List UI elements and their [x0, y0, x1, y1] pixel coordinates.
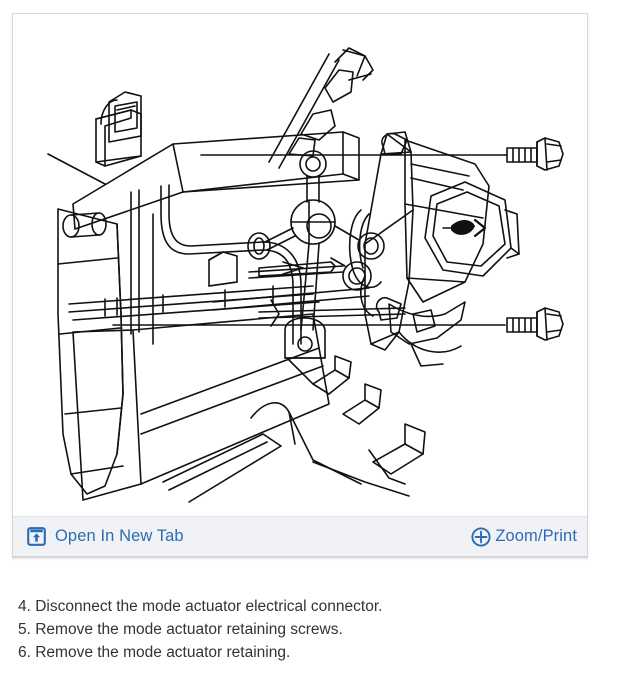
- illustration-stage[interactable]: [13, 14, 587, 517]
- open-in-new-tab-button[interactable]: Open In New Tab: [27, 527, 184, 546]
- image-viewer-toolbar: Open In New Tab Zoom/Print: [13, 516, 587, 557]
- instruction-step: 6. Remove the mode actuator retaining.: [18, 644, 291, 661]
- instruction-step: 5. Remove the mode actuator retaining sc…: [18, 621, 343, 638]
- open-in-new-tab-label: Open In New Tab: [55, 527, 184, 545]
- instruction-steps: 4. Disconnect the mode actuator electric…: [18, 595, 608, 664]
- zoom-plus-icon: [470, 526, 492, 548]
- open-in-new-tab-icon: [27, 527, 46, 546]
- zoom-print-button[interactable]: Zoom/Print: [470, 526, 577, 548]
- zoom-print-label: Zoom/Print: [495, 527, 577, 545]
- image-viewer-panel: Open In New Tab Zoom/Print: [12, 13, 588, 558]
- mode-actuator-illustration: [13, 14, 587, 517]
- instruction-step: 4. Disconnect the mode actuator electric…: [18, 598, 383, 615]
